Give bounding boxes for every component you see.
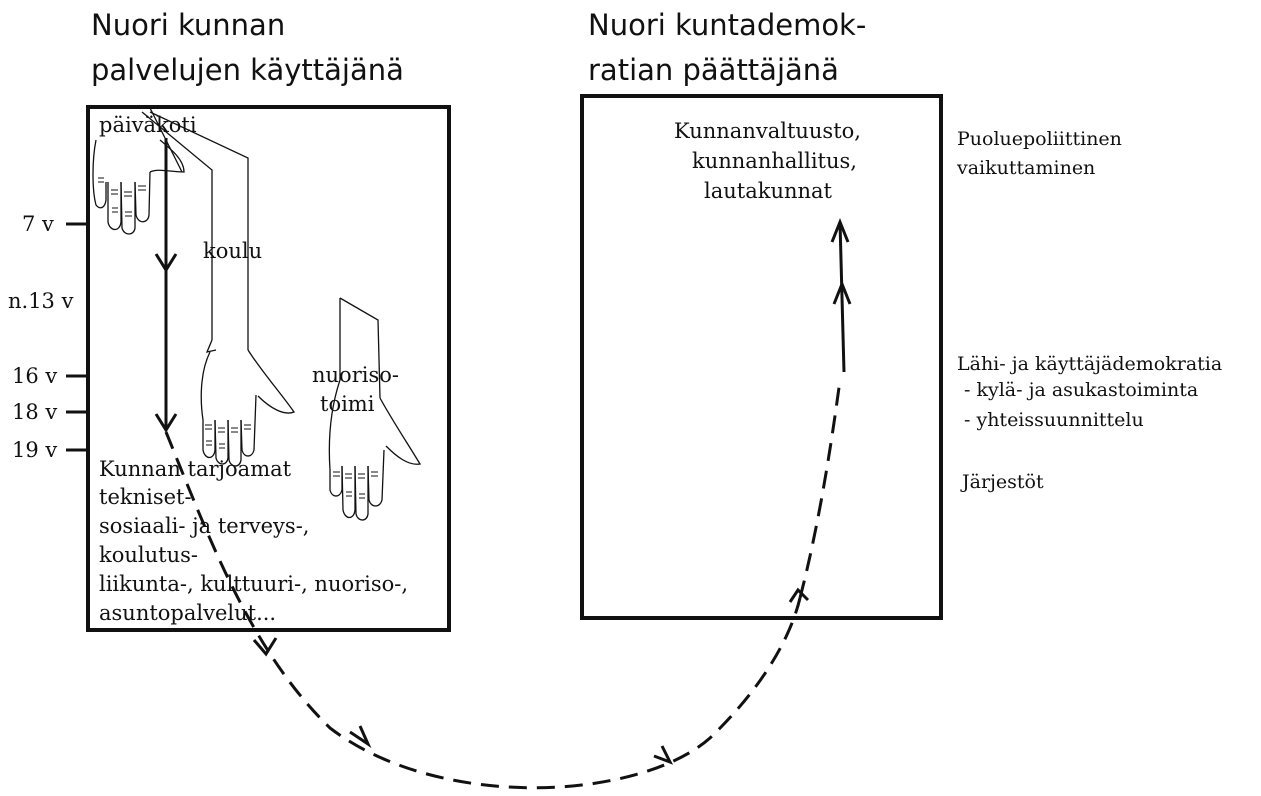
decision-bodies-line-3: lautakunnat <box>704 179 832 203</box>
services-line-2: tekniset- <box>99 485 192 509</box>
right-box <box>580 94 943 620</box>
age-label-7: 7 v <box>22 212 54 236</box>
services-line-4: koulutus- <box>99 543 198 567</box>
left-box <box>86 105 451 632</box>
services-line-3: sosiaali- ja terveys-, <box>99 514 310 538</box>
services-line-6: asuntopalvelut... <box>99 601 277 625</box>
age-ticks <box>66 222 88 452</box>
life-course-arrow <box>154 138 178 433</box>
note-jarjestot: Järjestöt <box>962 471 1044 493</box>
transition-path <box>164 379 842 790</box>
note-lahi-item2: - yhteissuunnittelu <box>964 409 1144 431</box>
label-koulu: koulu <box>203 239 263 263</box>
note-lahi-title: Lähi- ja käyttäjädemokratia <box>957 353 1223 375</box>
label-nuoriso-line2: toimi <box>320 392 375 416</box>
hand-nuorisotoimi-icon <box>328 297 422 521</box>
note-lahi-item1: - kylä- ja asukastoiminta <box>964 379 1199 401</box>
services-line-1: Kunnan tarjoamat <box>99 457 292 481</box>
participation-arrow <box>830 217 852 373</box>
hand-koulu-icon <box>141 111 296 467</box>
left-heading-line1: Nuori kunnan <box>91 8 286 42</box>
hand-paivakoti-icon <box>92 107 185 235</box>
right-heading-line2: ratian päättäjänä <box>588 53 839 87</box>
age-label-19: 19 v <box>12 438 58 462</box>
age-label-16: 16 v <box>12 364 58 388</box>
age-label-18: 18 v <box>12 400 58 424</box>
note-puolue-line2: vaikuttaminen <box>957 157 1096 179</box>
label-nuoriso-line1: nuoriso- <box>312 363 399 387</box>
decision-bodies-line-1: Kunnanvaltuusto, <box>674 119 861 143</box>
label-paivakoti: päiväkoti <box>99 113 197 137</box>
age-label-13: n.13 v <box>8 289 74 313</box>
note-puolue-line1: Puoluepoliittinen <box>957 128 1122 150</box>
decision-bodies-line-2: kunnanhallitus, <box>692 149 857 173</box>
right-heading-line1: Nuori kuntademok- <box>588 8 867 42</box>
services-line-5: liikunta-, kulttuuri-, nuoriso-, <box>99 572 409 596</box>
left-heading-line2: palvelujen käyttäjänä <box>91 53 404 87</box>
